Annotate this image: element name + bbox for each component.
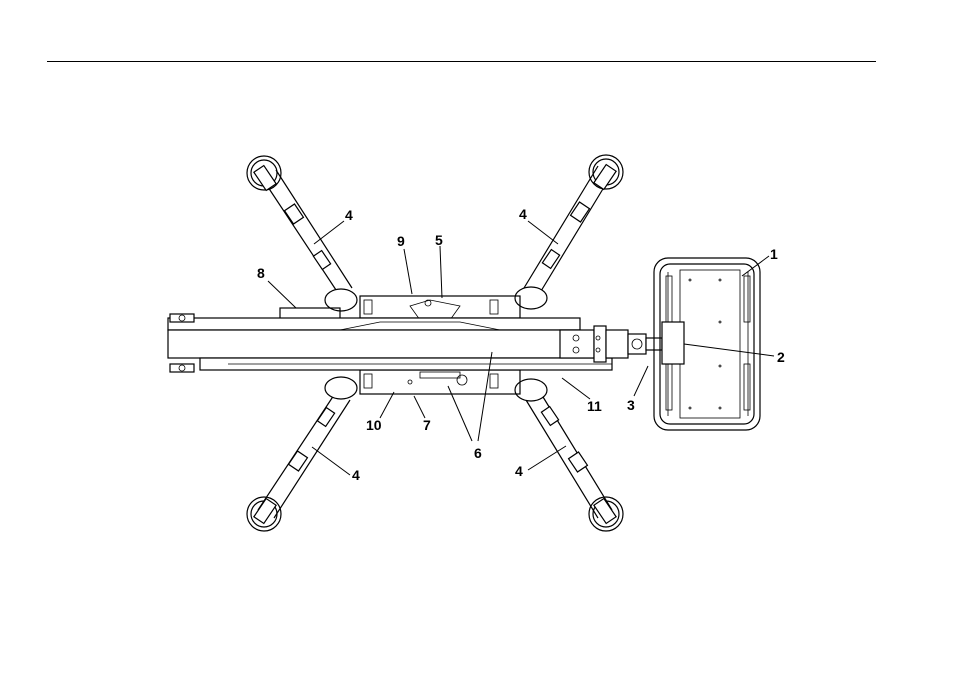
boom-assembly (168, 314, 612, 372)
work-platform (654, 258, 760, 430)
outrigger-front-right (515, 155, 623, 309)
callout-4-rear-left: 4 (352, 467, 360, 483)
callout-5: 5 (435, 232, 443, 248)
callout-9: 9 (397, 233, 405, 249)
callout-2: 2 (777, 349, 785, 365)
outrigger-rear-left (247, 377, 357, 531)
callout-7: 7 (423, 417, 431, 433)
callout-6: 6 (474, 445, 482, 461)
platform-control-box (662, 322, 684, 364)
callout-3: 3 (627, 397, 635, 413)
callout-4-rear-right: 4 (515, 463, 523, 479)
callout-4-front-left: 4 (345, 207, 353, 223)
outrigger-front-left (247, 156, 357, 311)
callout-10: 10 (366, 417, 382, 433)
callout-1: 1 (770, 246, 778, 262)
outrigger-rear-right (515, 379, 623, 531)
callout-11: 11 (587, 398, 602, 414)
callout-4-front-right: 4 (519, 206, 527, 222)
callout-8: 8 (257, 265, 265, 281)
